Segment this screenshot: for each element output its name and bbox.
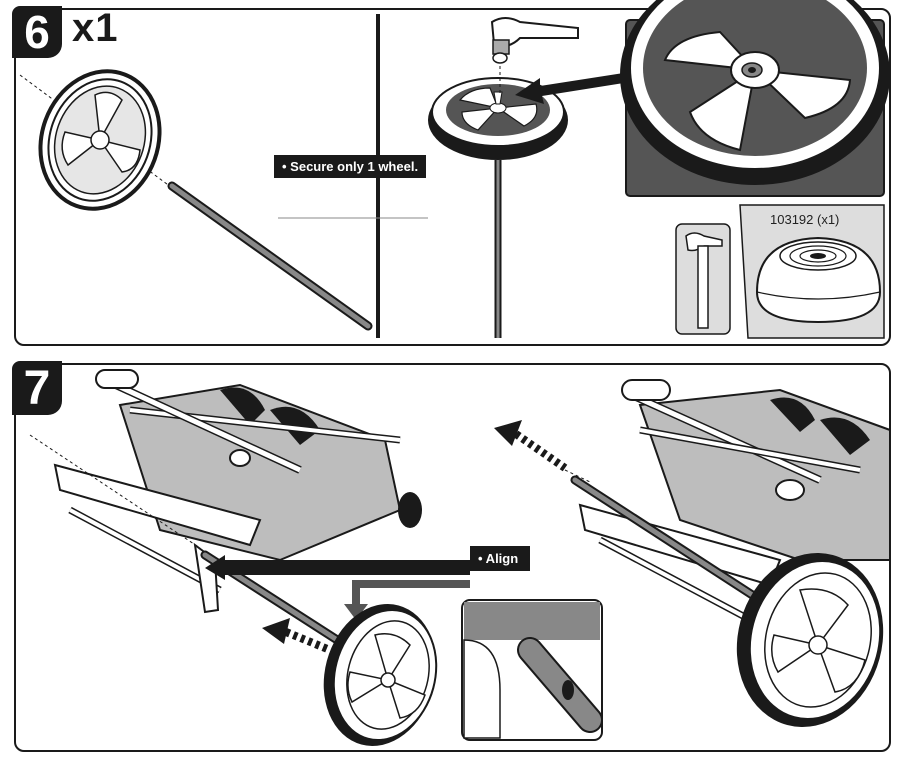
hub-cap-part [739,204,885,339]
wheel-angled [19,69,176,211]
tool-box [675,223,731,335]
step-number-7: 7 [12,361,62,415]
hammer-icon [490,17,579,96]
stroller-frame-right [570,379,891,728]
push-arrow-right [494,420,591,483]
align-arrow [218,560,470,575]
axle-rod [167,181,373,331]
part-number-label: 103192 (x1) [770,212,840,227]
zoom-arrow [515,72,630,104]
wheel-step7-left [323,604,438,746]
stroller-frame-left [29,369,422,614]
align-detail-zoom [461,599,603,741]
push-arrow-left [262,618,332,654]
step-number-6: 6 [12,6,62,58]
step-quantity: x1 [72,6,119,50]
wheel-flat [428,77,568,338]
hub-zoom-view [620,0,890,197]
align-callout: • Align [470,546,531,571]
secure-callout: • Secure only 1 wheel. [274,155,427,178]
